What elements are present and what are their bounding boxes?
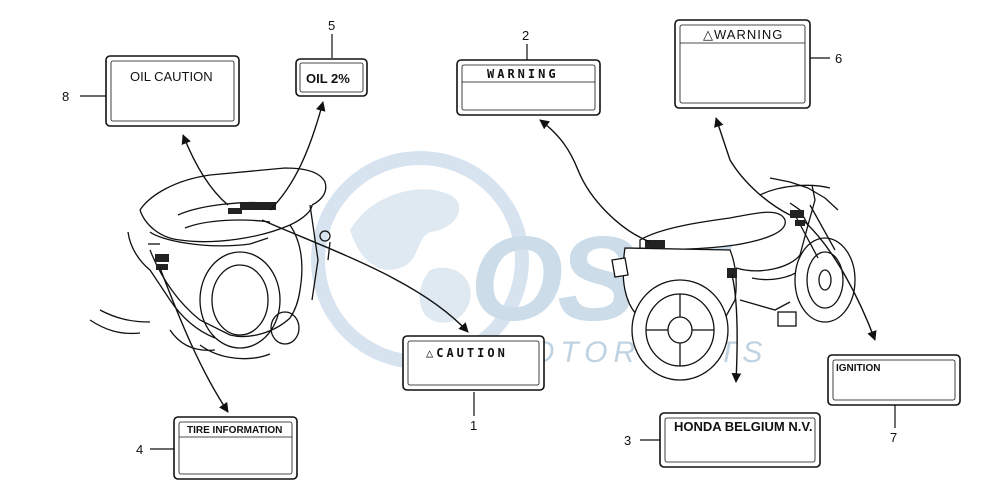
arrow-label-5 — [269, 101, 326, 211]
arrow-label-1 — [261, 219, 469, 333]
label-oil-caution: OIL CAUTION 8 — [62, 55, 240, 127]
callout-number-1: 1 — [470, 418, 477, 433]
callout-number-5: 5 — [328, 18, 335, 33]
arrow-label-8 — [181, 134, 229, 206]
arrow-label-6 — [714, 117, 791, 216]
arrow-label-4 — [159, 267, 229, 413]
label-tire-information-text: TIRE INFORMATION — [187, 425, 282, 436]
leader-arrows — [159, 101, 877, 413]
label-ignition-text: IGNITION — [836, 363, 880, 374]
label-tire-information: TIRE INFORMATION 4 — [136, 416, 298, 480]
label-warning-triangle-text: △WARNING — [703, 27, 783, 42]
label-oil-caution-text: OIL CAUTION — [130, 69, 213, 84]
label-ignition: IGNITION 7 — [827, 354, 961, 445]
scooter-side-illustration — [611, 177, 856, 381]
callout-number-4: 4 — [136, 442, 143, 457]
arrow-label-7 — [804, 221, 877, 341]
label-warning-text: WARNING — [487, 67, 559, 81]
callout-number-8: 8 — [62, 89, 69, 104]
label-honda-belgium-text: HONDA BELGIUM N.V. — [674, 419, 812, 434]
callout-number-2: 2 — [522, 28, 529, 43]
scooter-rear-detail-illustration — [89, 167, 331, 360]
callout-lines — [80, 34, 896, 450]
label-caution: △CAUTION 1 — [402, 335, 545, 433]
label-warning-triangle: △WARNING 6 — [674, 19, 842, 109]
callout-number-6: 6 — [835, 51, 842, 66]
arrow-label-3 — [731, 274, 742, 383]
watermark-continents — [350, 189, 471, 323]
callout-number-7: 7 — [890, 430, 897, 445]
arrow-label-2 — [539, 119, 651, 243]
callout-number-3: 3 — [624, 433, 631, 448]
label-oil-2-percent-text: OIL 2% — [306, 71, 350, 86]
label-caution-text: △CAUTION — [426, 346, 508, 360]
label-warning: WARNING 2 — [456, 28, 601, 116]
label-honda-belgium: HONDA BELGIUM N.V. 3 — [624, 412, 821, 468]
label-oil-2-percent: OIL 2% 5 — [295, 18, 368, 97]
